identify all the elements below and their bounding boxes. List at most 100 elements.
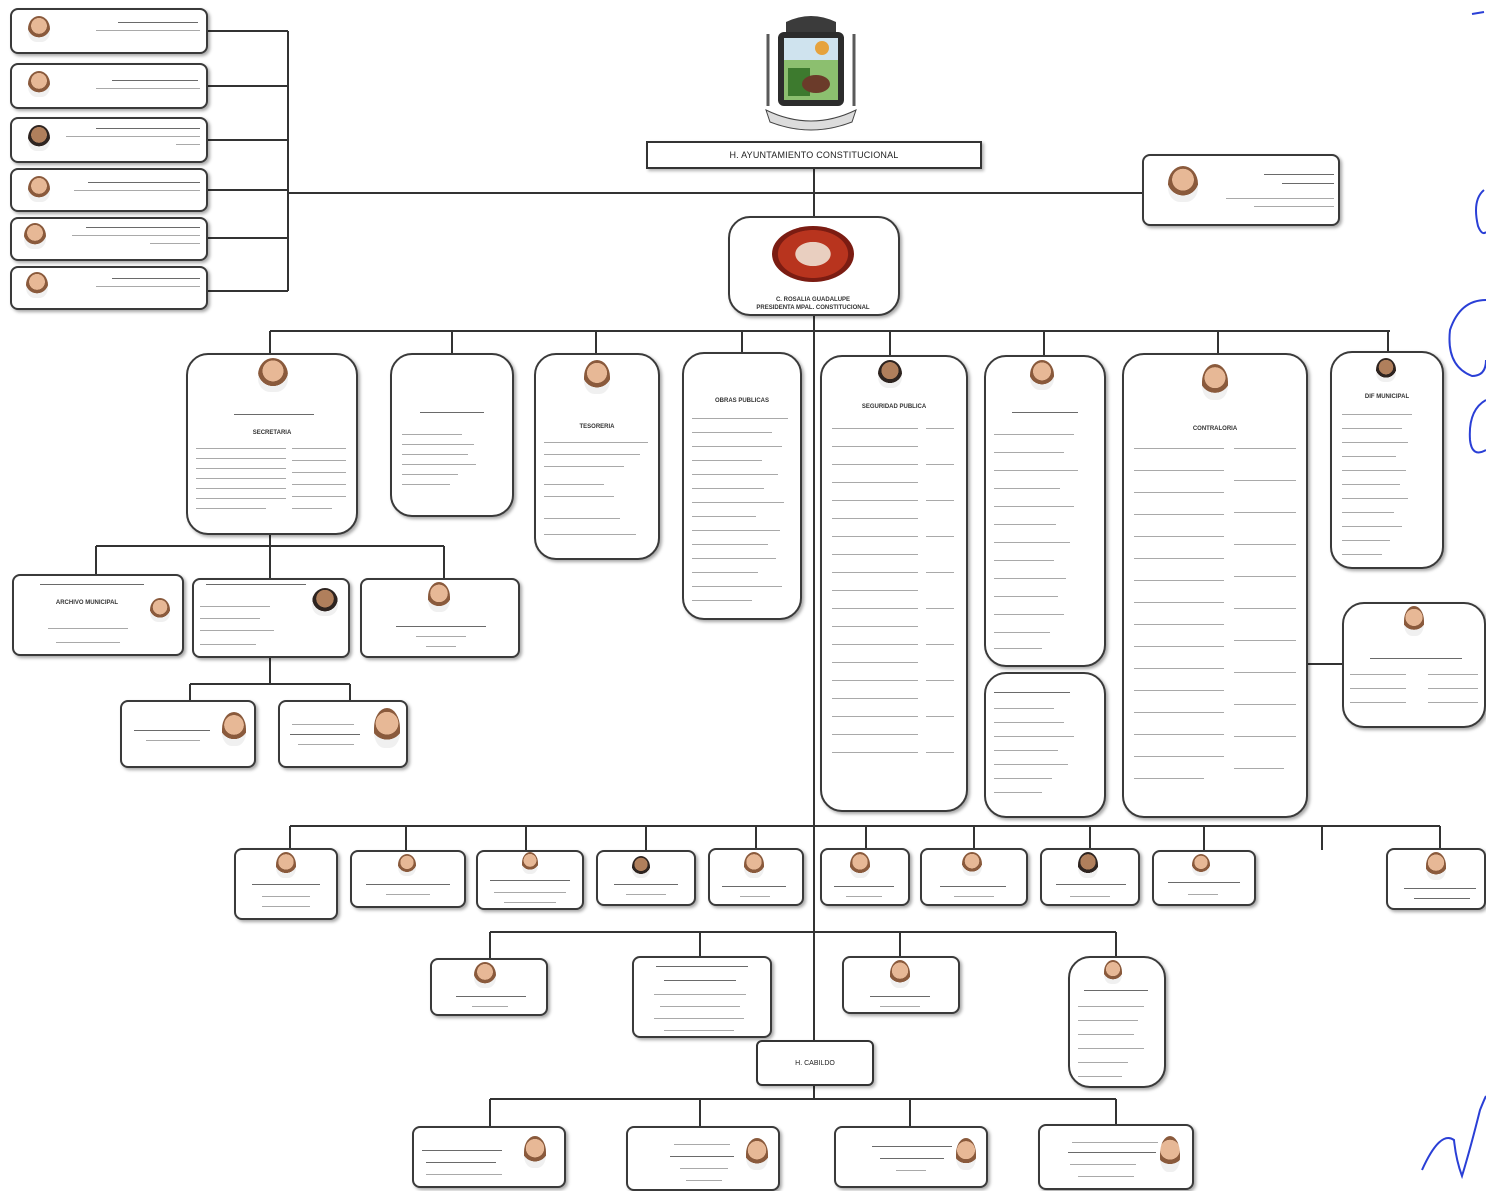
text-line [832, 626, 918, 628]
text-line [472, 1006, 508, 1008]
text-line [1012, 412, 1078, 414]
text-line [692, 572, 758, 574]
text-line [722, 886, 786, 888]
text-line [490, 880, 570, 882]
text-line [1134, 470, 1224, 472]
text-line [994, 708, 1054, 710]
text-line [40, 584, 144, 586]
text-line [1078, 1048, 1144, 1050]
text-line [692, 488, 764, 490]
text-line [206, 584, 306, 586]
text-line [386, 894, 430, 896]
text-line [686, 1180, 722, 1182]
seguridad-box[interactable] [820, 355, 968, 812]
regidor-box[interactable] [10, 217, 208, 261]
text-line [994, 632, 1050, 634]
contraloria-label: CONTRALORIA [1192, 426, 1238, 432]
text-line [1078, 1062, 1128, 1064]
text-line [1234, 512, 1296, 514]
person-photo-icon [1078, 852, 1098, 878]
text-line [656, 966, 748, 968]
text-line [196, 458, 286, 460]
obras-label: OBRAS PUBLICAS [714, 398, 769, 404]
text-line [832, 590, 918, 592]
text-line [426, 1162, 496, 1164]
text-line [290, 734, 360, 736]
text-line [1428, 688, 1478, 690]
person-photo-icon [1376, 358, 1396, 382]
text-line [614, 884, 678, 886]
text-line [660, 1006, 740, 1008]
text-line [692, 516, 756, 518]
text-line [832, 428, 918, 430]
text-line [96, 30, 200, 32]
president-label: C. ROSALIA GUADALUPE PRESIDENTA MPAL. CO… [738, 296, 888, 312]
servicios-box[interactable] [984, 355, 1106, 667]
text-line [1254, 206, 1334, 208]
text-line [832, 680, 918, 682]
text-line [692, 530, 780, 532]
text-line [196, 468, 286, 470]
dif-label: DIF MUNICIPAL [1364, 394, 1410, 400]
coordinador-box[interactable] [632, 956, 772, 1038]
person-photo-icon [956, 1138, 976, 1170]
person-photo-icon [584, 360, 610, 394]
text-line [96, 88, 200, 90]
text-line [1134, 668, 1224, 670]
text-line [200, 618, 260, 620]
text-line [1234, 640, 1296, 642]
text-line [994, 470, 1078, 472]
text-line [692, 460, 762, 462]
text-line [692, 474, 778, 476]
text-line [1342, 414, 1412, 416]
text-line [926, 500, 954, 502]
text-line [872, 1146, 952, 1148]
juridico-box[interactable] [390, 353, 514, 517]
text-line [1342, 540, 1390, 542]
text-line [994, 792, 1042, 794]
text-line [544, 534, 636, 536]
ayuntamiento-title: H. AYUNTAMIENTO CONSTITUCIONAL [646, 141, 982, 169]
servicios-sub-box[interactable] [984, 672, 1106, 818]
text-line [1282, 183, 1334, 185]
text-line [88, 182, 200, 184]
text-line [1234, 736, 1296, 738]
person-photo-icon [374, 708, 400, 748]
cabildo-box[interactable]: H. CABILDO [756, 1040, 874, 1086]
contraloria-box[interactable] [1122, 353, 1308, 818]
text-line [1084, 990, 1148, 992]
person-photo-icon [28, 71, 50, 97]
text-line [1134, 756, 1224, 758]
president-name: C. ROSALIA GUADALUPE [775, 297, 851, 303]
secretaria-label: SECRETARIA [252, 430, 292, 436]
person-photo-icon [890, 960, 910, 988]
text-line [544, 442, 648, 444]
text-line [426, 646, 456, 648]
text-line [66, 136, 200, 138]
person-photo-icon [632, 856, 650, 878]
director-box[interactable] [1152, 850, 1256, 906]
dif-box[interactable] [1330, 351, 1444, 569]
person-photo-icon [428, 582, 450, 612]
text-line [832, 734, 918, 736]
text-line [692, 544, 768, 546]
text-line [292, 484, 346, 486]
text-line [494, 892, 566, 894]
text-line [1342, 456, 1396, 458]
text-line [1134, 448, 1224, 450]
text-line [402, 474, 458, 476]
text-line [994, 542, 1070, 544]
text-line [292, 448, 346, 450]
text-line [740, 896, 770, 898]
obras-box[interactable] [682, 352, 802, 620]
text-line [112, 278, 200, 280]
text-line [196, 488, 286, 490]
text-line [832, 464, 918, 466]
text-line [420, 412, 484, 414]
text-line [422, 1150, 502, 1152]
text-line [832, 482, 918, 484]
text-line [402, 434, 462, 436]
jefe-box[interactable] [1038, 1124, 1194, 1190]
text-line [994, 614, 1064, 616]
